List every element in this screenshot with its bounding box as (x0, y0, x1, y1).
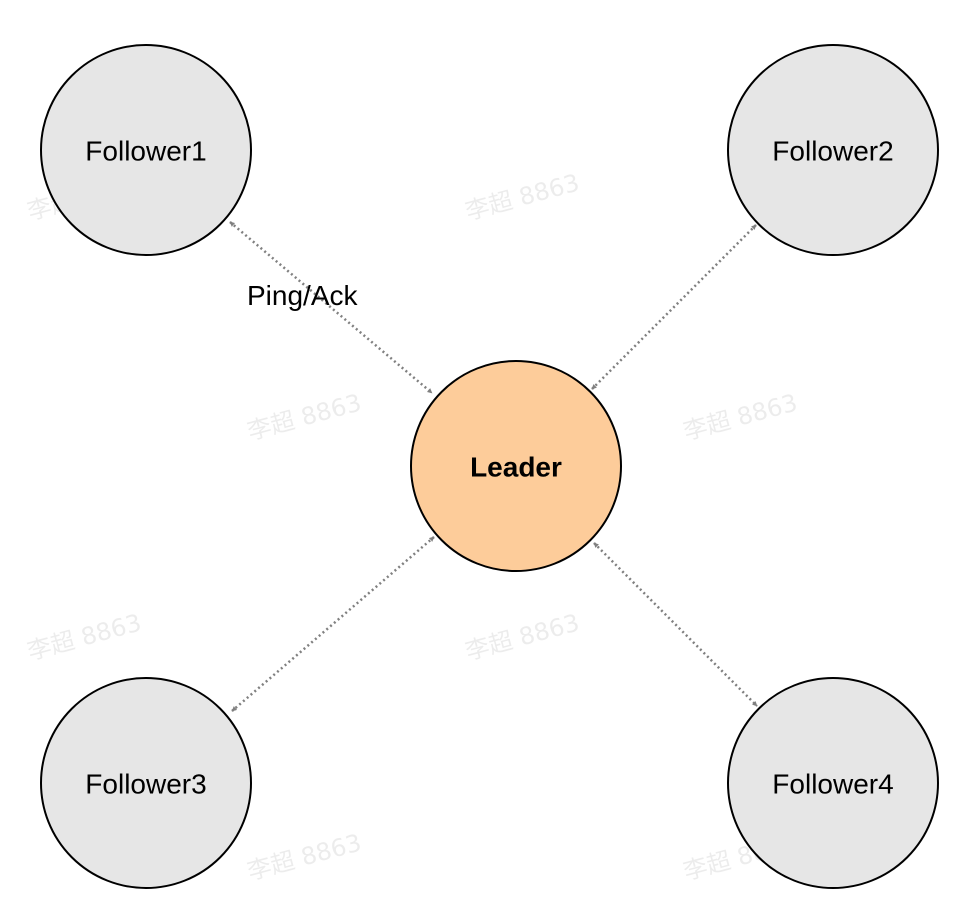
node-follower4-label: Follower4 (772, 769, 893, 800)
watermark: 李超 8863 (244, 389, 364, 446)
node-follower2-circle (727, 44, 939, 256)
node-leader-label: Leader (470, 452, 562, 483)
node-follower3-label: Follower3 (85, 769, 206, 800)
node-follower3-circle (40, 677, 252, 889)
node-follower4: Follower4 (727, 677, 939, 889)
node-follower3: Follower3 (40, 677, 252, 889)
watermark: 李超 8863 (462, 609, 582, 666)
edge-leader-follower4 (593, 542, 758, 707)
node-leader: Leader (410, 360, 622, 572)
node-follower1-label: Follower1 (85, 136, 206, 167)
node-leader-circle (410, 360, 622, 572)
watermark: 李超 8863 (24, 609, 144, 666)
edge-label-ping-ack: Ping/Ack (247, 280, 358, 311)
node-follower4-circle (727, 677, 939, 889)
edge-leader-follower2 (591, 224, 757, 390)
node-follower1-circle (40, 44, 252, 256)
watermark: 李超 8863 (680, 389, 800, 446)
watermark: 李超 8863 (462, 169, 582, 226)
edge-leader-follower1 (229, 221, 433, 394)
node-follower2-label: Follower2 (772, 136, 893, 167)
node-follower1: Follower1 (40, 44, 252, 256)
watermark: 李超 8863 (244, 829, 364, 886)
node-follower2: Follower2 (727, 44, 939, 256)
edge-leader-follower3 (231, 536, 435, 712)
edges (229, 221, 758, 712)
